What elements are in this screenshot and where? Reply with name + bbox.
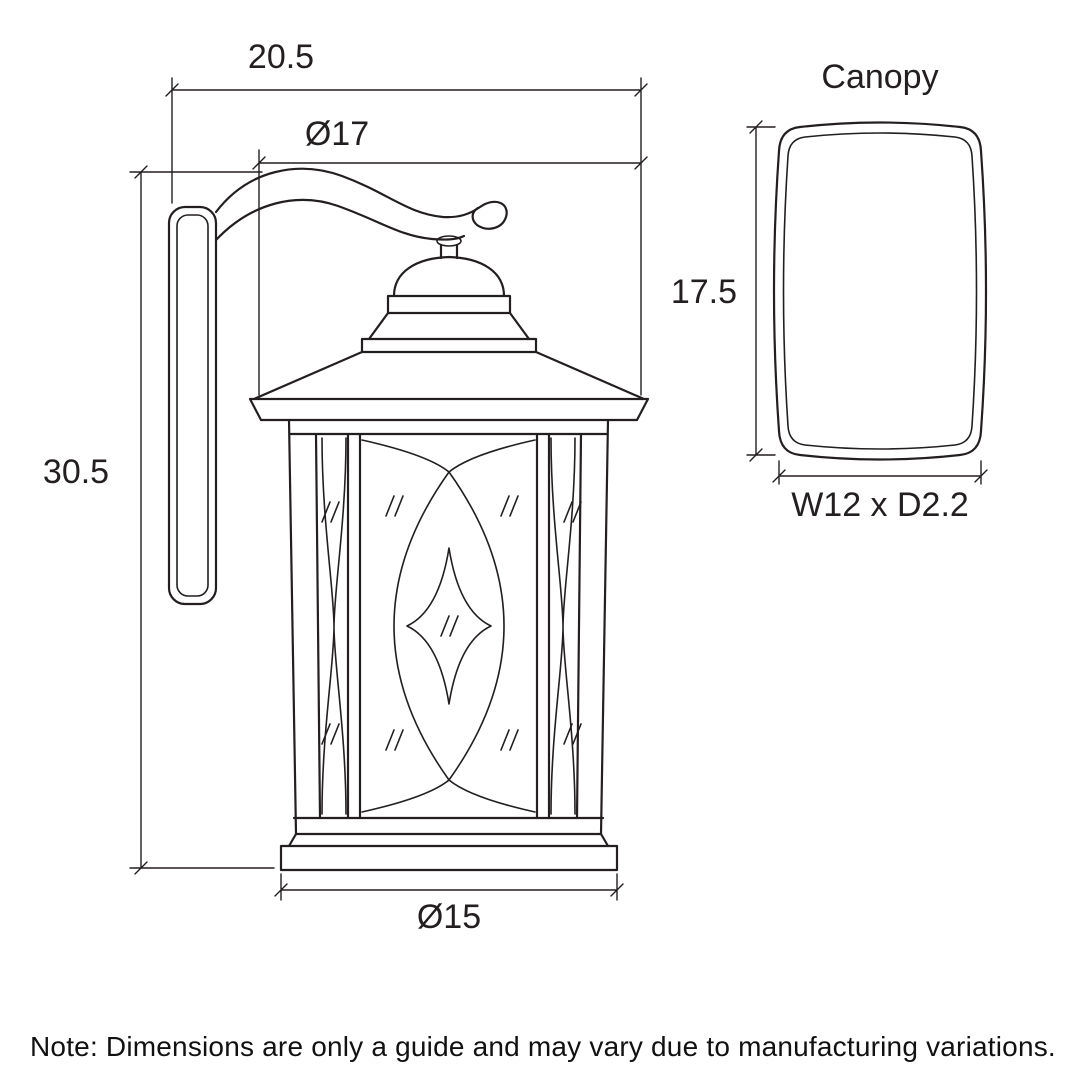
lantern-base	[279, 832, 619, 872]
dimension-canopy-height: 17.5	[671, 120, 776, 462]
dimension-canopy-footprint-label: W12 x D2.2	[791, 486, 969, 524]
finial	[436, 235, 462, 260]
finial-knob	[436, 235, 462, 247]
center-diamond-star	[406, 547, 492, 705]
lantern-roof	[248, 350, 650, 422]
dimension-canopy-footprint: W12 x D2.2	[772, 460, 988, 524]
lantern-cap	[360, 255, 538, 354]
dimension-roof-diameter: Ø17	[252, 115, 648, 396]
dimension-base-diameter-lines	[274, 873, 624, 901]
dimension-height-overall-label: 30.5	[43, 453, 109, 491]
lantern-base-outline	[279, 832, 619, 872]
dimension-width-overall-label: 20.5	[248, 38, 314, 76]
dimension-roof-diameter-label: Ø17	[305, 115, 369, 153]
dimension-base-diameter-label: Ø15	[417, 898, 481, 936]
dimension-base-diameter: Ø15	[274, 873, 624, 936]
mounting-arm-lower-edge	[214, 198, 466, 242]
canopy-title: Canopy	[821, 58, 938, 96]
dimension-roof-diameter-lines	[252, 149, 648, 396]
lantern-cap-outline	[360, 255, 538, 354]
wall-plate-inner	[176, 214, 209, 597]
wall-plate	[167, 205, 218, 606]
dimension-canopy-height-lines	[746, 120, 776, 462]
mounting-arm	[214, 167, 508, 242]
dimension-height-overall: 30.5	[43, 165, 275, 875]
canopy-detail: Canopy 17.5 W12 x D2.2	[671, 58, 988, 524]
canopy-inner-outline	[782, 132, 978, 450]
dimension-height-overall-lines	[129, 165, 275, 875]
side-glass-panels	[321, 437, 576, 815]
dimension-width-overall: 20.5	[165, 38, 648, 396]
wall-plate-outer	[167, 205, 218, 606]
finial-stem	[439, 243, 459, 260]
center-glass-tracery	[361, 439, 536, 813]
dimension-canopy-footprint-lines	[772, 460, 988, 485]
lantern-body-frame	[287, 418, 610, 836]
lantern-body	[287, 418, 610, 836]
mounting-arm-upper-edge	[214, 167, 508, 230]
dimension-canopy-height-label: 17.5	[671, 273, 737, 311]
lantern-roof-outline	[248, 350, 650, 422]
glass-hatch-marks	[321, 495, 582, 751]
canopy-outer-outline	[772, 121, 988, 461]
dimension-width-overall-lines	[165, 77, 648, 396]
footer-note: Note: Dimensions are only a guide and ma…	[30, 1031, 1056, 1062]
